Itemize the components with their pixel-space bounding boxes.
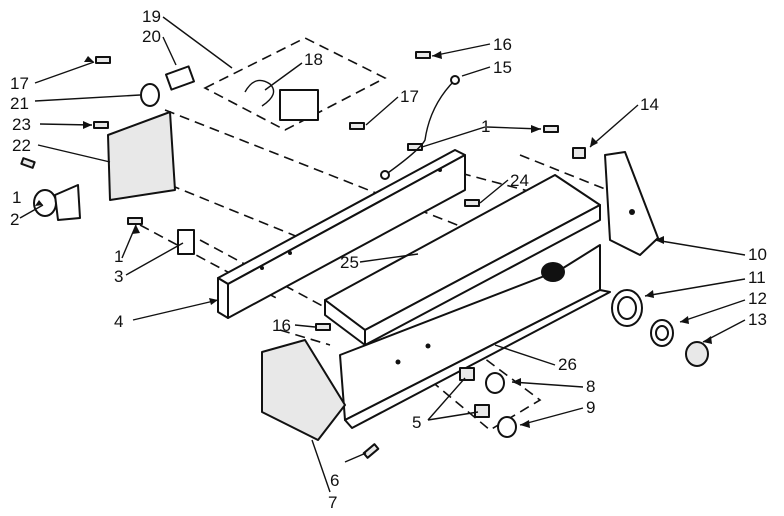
callout-25: 25 bbox=[340, 253, 359, 272]
callout-14: 14 bbox=[640, 95, 659, 114]
screws bbox=[20, 51, 586, 459]
callout-1-left: 1 bbox=[12, 188, 21, 207]
callout-19: 19 bbox=[142, 7, 161, 26]
callout-8: 8 bbox=[586, 377, 595, 396]
callout-13: 13 bbox=[748, 310, 767, 329]
end-cap-left-7 bbox=[261, 339, 346, 441]
control-panel-26 bbox=[339, 244, 611, 429]
callout-4: 4 bbox=[114, 312, 123, 331]
callout-12: 12 bbox=[748, 289, 767, 308]
callout-26: 26 bbox=[558, 355, 577, 374]
callout-18: 18 bbox=[304, 50, 323, 69]
callout-23: 23 bbox=[12, 115, 31, 134]
callout-17-mid: 17 bbox=[400, 87, 419, 106]
callout-1-mid: 1 bbox=[481, 117, 490, 136]
callout-22: 22 bbox=[12, 136, 31, 155]
callout-20: 20 bbox=[142, 27, 161, 46]
end-cap-right-10 bbox=[604, 151, 659, 256]
console-back-bar bbox=[217, 149, 466, 319]
leader-lines bbox=[19, 16, 746, 493]
arrowheads bbox=[35, 51, 712, 428]
callout-5: 5 bbox=[412, 413, 421, 432]
left-components bbox=[33, 65, 319, 255]
callout-6: 6 bbox=[330, 471, 339, 490]
ground-wire-15 bbox=[380, 75, 460, 180]
console-top-panel-25 bbox=[324, 174, 601, 346]
callout-7: 7 bbox=[328, 493, 337, 512]
callout-21: 21 bbox=[10, 94, 29, 113]
callout-15: 15 bbox=[493, 58, 512, 77]
callout-1-lower: 1 bbox=[114, 247, 123, 266]
callout-2: 2 bbox=[10, 210, 19, 229]
callout-11: 11 bbox=[748, 268, 766, 287]
callout-24: 24 bbox=[510, 171, 529, 190]
callout-16-mid: 16 bbox=[272, 316, 291, 335]
callout-17-top: 17 bbox=[10, 74, 29, 93]
callout-3: 3 bbox=[114, 267, 123, 286]
callout-labels: 19 20 18 17 21 23 22 1 2 16 15 17 1 14 2… bbox=[10, 7, 767, 512]
callout-16-top: 16 bbox=[493, 35, 512, 54]
push-button-parts bbox=[459, 367, 517, 438]
timer-knob-parts bbox=[611, 289, 709, 367]
callout-9: 9 bbox=[586, 398, 595, 417]
callout-10: 10 bbox=[748, 245, 767, 264]
